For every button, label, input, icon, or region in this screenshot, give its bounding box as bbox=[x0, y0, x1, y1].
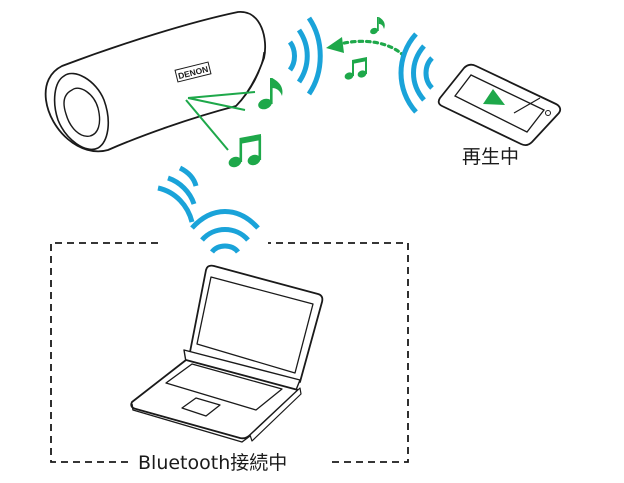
sound-lines bbox=[185, 91, 256, 151]
dotted-arrow-icon bbox=[326, 37, 406, 58]
wireless-signal-icon bbox=[190, 209, 260, 254]
bluetooth-connected-label: Bluetooth接続中 bbox=[134, 454, 292, 473]
music-note-icon bbox=[228, 134, 262, 168]
smartphone-icon bbox=[437, 63, 562, 146]
wireless-signal-icon bbox=[287, 16, 323, 96]
music-note-icon bbox=[370, 17, 385, 35]
music-note-icon bbox=[344, 57, 367, 80]
playing-label: 再生中 bbox=[462, 146, 520, 168]
laptop-icon bbox=[130, 264, 324, 443]
wireless-signal-icon bbox=[157, 165, 199, 223]
bluetooth-speaker-icon: DENON bbox=[44, 11, 266, 153]
connection-frame bbox=[50, 242, 409, 463]
play-icon bbox=[483, 89, 505, 105]
music-note-icon bbox=[258, 78, 283, 110]
wireless-signal-icon bbox=[398, 32, 434, 114]
